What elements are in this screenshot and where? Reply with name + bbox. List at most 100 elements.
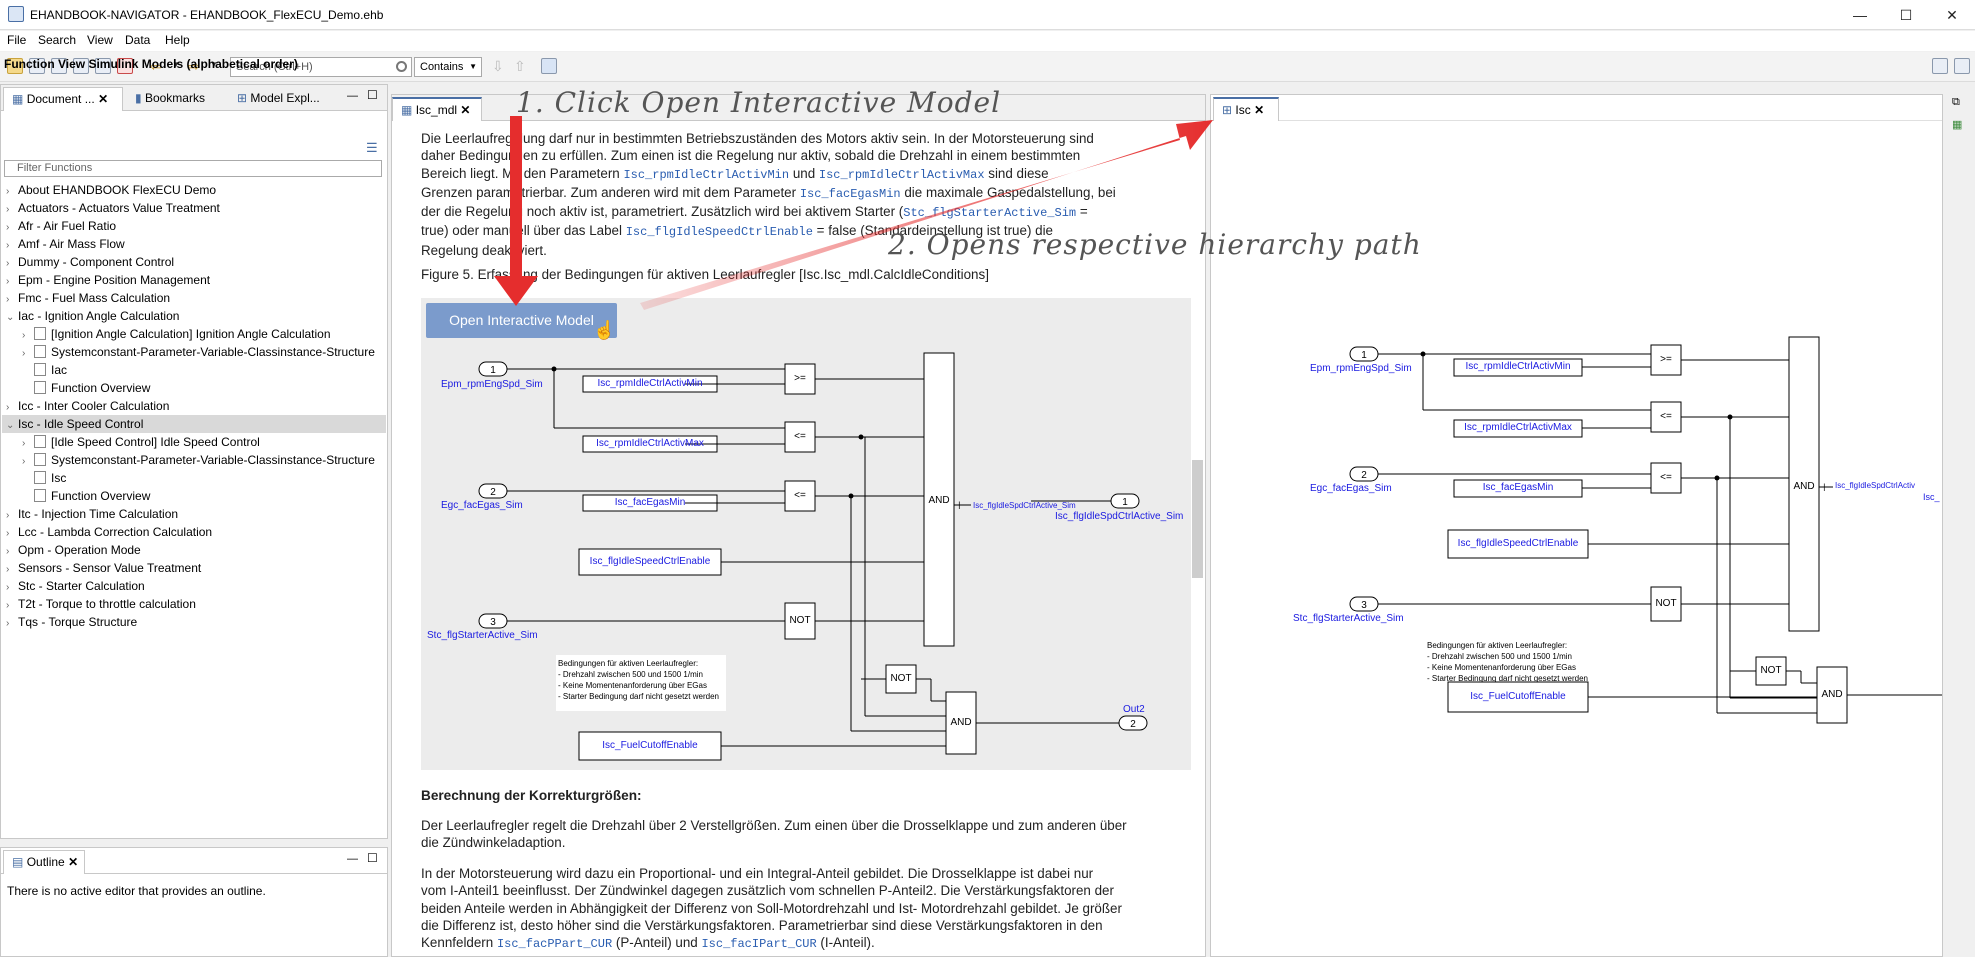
- tree-item[interactable]: Function Overview: [2, 379, 386, 397]
- tree-item[interactable]: Function Overview: [2, 487, 386, 505]
- tree-item[interactable]: ›Afr - Air Fuel Ratio: [2, 217, 386, 235]
- close-icon[interactable]: ✕: [98, 92, 109, 106]
- maximize-view-icon[interactable]: ☐: [367, 851, 378, 865]
- chevron-down-icon[interactable]: ⌄: [6, 312, 15, 323]
- open-folder-icon[interactable]: [7, 58, 23, 74]
- tree-item[interactable]: ›Dummy - Component Control: [2, 253, 386, 271]
- search-input[interactable]: Search (Ctrl+H): [230, 57, 412, 77]
- chevron-right-icon[interactable]: ›: [22, 438, 26, 449]
- chevron-right-icon[interactable]: ›: [6, 186, 10, 197]
- tree-item[interactable]: ›T2t - Torque to throttle calculation: [2, 595, 386, 613]
- close-window-button[interactable]: ✕: [1946, 7, 1958, 23]
- tab-outline[interactable]: ▤ Outline ✕: [3, 850, 85, 874]
- tree-item[interactable]: ›Systemconstant-Parameter-Variable-Class…: [2, 343, 386, 361]
- chevron-right-icon[interactable]: ›: [22, 348, 26, 359]
- minimize-button[interactable]: —: [1853, 7, 1867, 23]
- menu-view[interactable]: View: [87, 33, 113, 47]
- tree-item[interactable]: Isc: [2, 469, 386, 487]
- previous-match-icon[interactable]: ⇧: [514, 58, 526, 74]
- link-editor-icon[interactable]: [541, 58, 557, 74]
- chevron-right-icon[interactable]: ›: [6, 402, 10, 413]
- tab-isc-mdl[interactable]: ▦ Isc_mdl ✕: [392, 97, 482, 121]
- tree-item[interactable]: ›Epm - Engine Position Management: [2, 271, 386, 289]
- chevron-right-icon[interactable]: ›: [6, 510, 10, 521]
- tree-item[interactable]: ›Tqs - Torque Structure: [2, 613, 386, 631]
- parameter-link[interactable]: Isc_facEgasMin: [799, 186, 901, 201]
- match-mode-select[interactable]: Contains▼: [414, 57, 482, 77]
- chevron-right-icon[interactable]: ›: [6, 546, 10, 557]
- print-icon[interactable]: [73, 58, 89, 74]
- tree-item[interactable]: ›Stc - Starter Calculation: [2, 577, 386, 595]
- tree-item[interactable]: ›Sensors - Sensor Value Treatment: [2, 559, 386, 577]
- tab-bookmarks[interactable]: ▮ Bookmarks: [135, 91, 205, 105]
- tree-item[interactable]: ›About EHANDBOOK FlexECU Demo: [2, 181, 386, 199]
- tree-item[interactable]: ›Amf - Air Mass Flow: [2, 235, 386, 253]
- forward-arrow-icon[interactable]: ⇨: [188, 58, 200, 74]
- menu-file[interactable]: File: [7, 33, 27, 47]
- chevron-right-icon[interactable]: ›: [6, 276, 10, 287]
- tree-item[interactable]: ⌄Iac - Ignition Angle Calculation: [2, 307, 386, 325]
- maximize-button[interactable]: ☐: [1899, 7, 1913, 23]
- param-enable: Isc_flgIdleSpeedCtrlEnable: [1457, 538, 1579, 549]
- tree-item[interactable]: ›Fmc - Fuel Mass Calculation: [2, 289, 386, 307]
- back-dropdown-icon[interactable]: ▼: [172, 60, 180, 69]
- forward-dropdown-icon[interactable]: ▼: [210, 60, 218, 69]
- close-icon[interactable]: ✕: [460, 103, 471, 117]
- chevron-right-icon[interactable]: ›: [6, 258, 10, 269]
- chevron-right-icon[interactable]: ›: [6, 528, 10, 539]
- tree-item[interactable]: ›[Ignition Angle Calculation] Ignition A…: [2, 325, 386, 343]
- tree-item[interactable]: Iac: [2, 361, 386, 379]
- restore-icon[interactable]: ⧉: [1952, 96, 1960, 108]
- tab-isc-model[interactable]: ⊞ Isc ✕: [1213, 97, 1279, 121]
- save-icon[interactable]: [29, 58, 45, 74]
- chevron-right-icon[interactable]: ›: [6, 600, 10, 611]
- minimize-view-icon[interactable]: —: [347, 853, 358, 865]
- export-icon[interactable]: [95, 58, 111, 74]
- model-perspective-icon[interactable]: [1954, 58, 1970, 74]
- chevron-right-icon[interactable]: ›: [6, 564, 10, 575]
- chevron-right-icon[interactable]: ›: [6, 204, 10, 215]
- chevron-right-icon[interactable]: ›: [22, 456, 26, 467]
- menu-data[interactable]: Data: [125, 33, 151, 47]
- open-interactive-model-button[interactable]: Open Interactive Model: [426, 303, 617, 338]
- pdf-icon[interactable]: [117, 58, 133, 74]
- tab-document[interactable]: ▦ Document ... ✕: [3, 87, 123, 111]
- parameter-link[interactable]: Isc_flgIdleSpeedCtrlEnable: [625, 225, 813, 240]
- tree-item[interactable]: ›Opm - Operation Mode: [2, 541, 386, 559]
- parameter-link[interactable]: Isc_facIPart_CUR: [701, 937, 817, 952]
- filter-input[interactable]: Filter Functions: [4, 160, 382, 177]
- view-menu-icon[interactable]: ▦: [1952, 119, 1963, 131]
- chevron-right-icon[interactable]: ›: [6, 222, 10, 233]
- chevron-right-icon[interactable]: ›: [22, 330, 26, 341]
- tree-item[interactable]: ⌄Isc - Idle Speed Control: [2, 415, 386, 433]
- list-view-icon[interactable]: ☰: [366, 140, 378, 155]
- chevron-down-icon[interactable]: ⌄: [6, 420, 15, 431]
- chevron-right-icon[interactable]: ›: [6, 294, 10, 305]
- minimize-view-icon[interactable]: —: [347, 90, 358, 102]
- next-match-icon[interactable]: ⇩: [492, 58, 504, 74]
- parameter-link[interactable]: Isc_facPPart_CUR: [496, 937, 613, 952]
- menu-help[interactable]: Help: [165, 33, 190, 47]
- perspective-icon[interactable]: [1932, 58, 1948, 74]
- tree-item[interactable]: ›Icc - Inter Cooler Calculation: [2, 397, 386, 415]
- menu-search[interactable]: Search: [38, 33, 77, 47]
- document-icon: [34, 327, 46, 340]
- close-icon[interactable]: ✕: [68, 855, 79, 869]
- scrollbar-thumb[interactable]: [1192, 460, 1203, 578]
- chevron-right-icon[interactable]: ›: [6, 240, 10, 251]
- tree-item[interactable]: ›Lcc - Lambda Correction Calculation: [2, 523, 386, 541]
- save-all-icon[interactable]: [51, 58, 67, 74]
- chevron-right-icon[interactable]: ›: [6, 582, 10, 593]
- parameter-link[interactable]: Stc_flgStarterActive_Sim: [903, 206, 1077, 221]
- tree-item[interactable]: ›Systemconstant-Parameter-Variable-Class…: [2, 451, 386, 469]
- maximize-view-icon[interactable]: ☐: [367, 88, 378, 102]
- close-icon[interactable]: ✕: [1254, 103, 1265, 117]
- tree-item[interactable]: ›Itc - Injection Time Calculation: [2, 505, 386, 523]
- parameter-link[interactable]: Isc_rpmIdleCtrlActivMin: [623, 167, 790, 182]
- tab-model-explorer[interactable]: ⊞ Model Expl...: [237, 91, 320, 105]
- back-arrow-icon[interactable]: ⇦: [150, 58, 162, 74]
- tree-item[interactable]: ›[Idle Speed Control] Idle Speed Control: [2, 433, 386, 451]
- parameter-link[interactable]: Isc_rpmIdleCtrlActivMax: [818, 167, 985, 182]
- tree-item[interactable]: ›Actuators - Actuators Value Treatment: [2, 199, 386, 217]
- chevron-right-icon[interactable]: ›: [6, 618, 10, 629]
